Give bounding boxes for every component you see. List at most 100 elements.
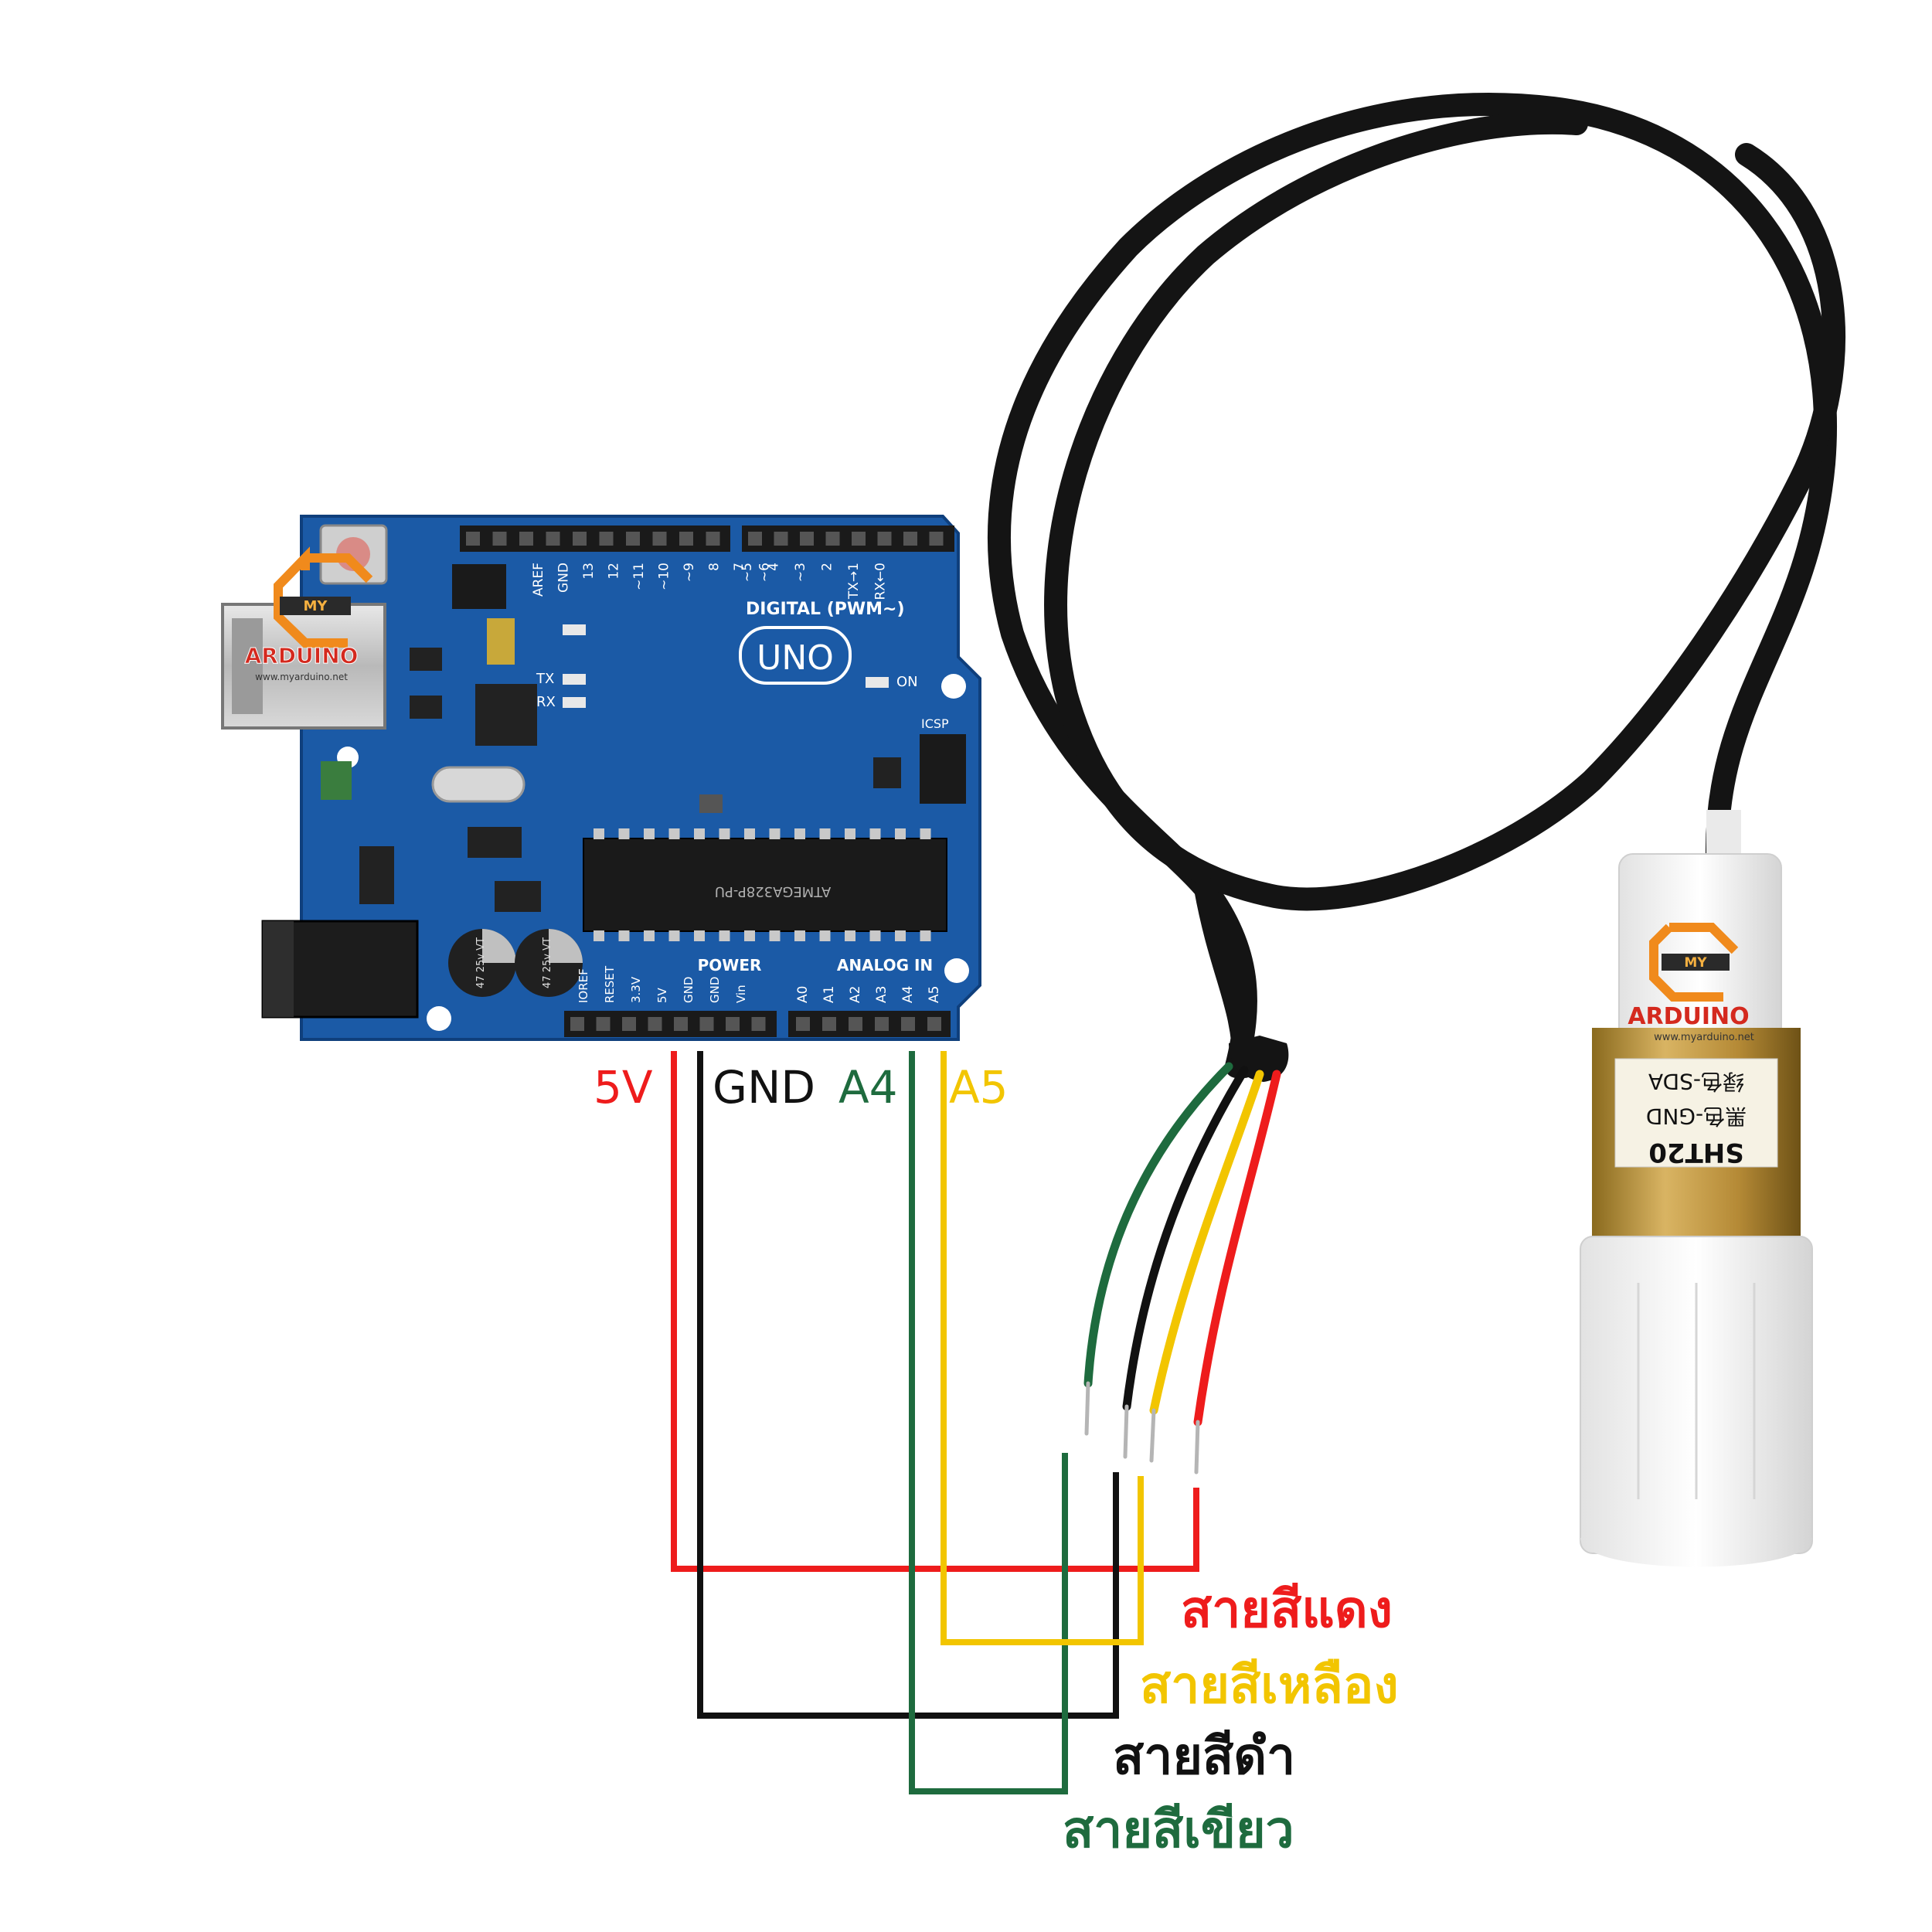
red-lead	[1193, 1070, 1281, 1427]
power-pin-name: GND	[682, 977, 696, 1003]
svg-text:www.myarduino.net: www.myarduino.net	[255, 672, 348, 682]
chip-pin	[719, 828, 730, 839]
green-lead	[1083, 1062, 1233, 1388]
mounting-hole	[941, 674, 966, 699]
wire-label-yellow: สายสีเหลือง	[1140, 1655, 1399, 1715]
small-chip	[699, 794, 723, 813]
wire-label-red: สายสีแดง	[1181, 1580, 1393, 1639]
digital-pin-name: 8	[707, 563, 723, 571]
header-pin-hole	[519, 532, 533, 546]
pin-label-a4: A4	[838, 1061, 898, 1114]
voltage-regulator	[359, 846, 394, 904]
header-pin-hole	[852, 532, 866, 546]
yellow-connection-wire	[940, 1051, 1144, 1645]
header-pin-hole	[622, 1017, 636, 1031]
capacitor: 47 25v VT	[515, 929, 583, 997]
header-pin-hole	[492, 532, 507, 546]
myarduino-logo: MY ARDUINO www.myarduino.net	[244, 546, 373, 682]
header-pin-hole	[674, 1017, 688, 1031]
digital-pin-name: ~6	[757, 563, 773, 582]
chip-pin	[769, 828, 781, 839]
chip-pin	[618, 930, 630, 941]
header-pin-hole	[751, 1017, 766, 1031]
power-jack-front	[263, 921, 294, 1017]
header-pin-hole	[929, 532, 944, 546]
header-pin-hole	[796, 1017, 810, 1031]
header-pin-hole	[648, 1017, 662, 1031]
digital-pin-name: 7	[732, 563, 747, 571]
green-connection-wire	[909, 1051, 1068, 1794]
chip-pin	[594, 828, 604, 839]
digital-pin-name: 13	[581, 563, 597, 580]
wire-label-green: สายสีเขียว	[1063, 1800, 1294, 1859]
analog-pin-name: A0	[795, 986, 811, 1003]
chip-pin	[618, 828, 630, 839]
uno-logo-border	[739, 626, 852, 685]
capacitor: 47 25v VT	[448, 929, 516, 997]
header-pin-hole	[570, 1017, 584, 1031]
tx-label: TX	[536, 671, 554, 687]
chip-pin	[920, 930, 931, 941]
digital-pin-name: RX←0	[873, 563, 889, 600]
chip-pin	[644, 828, 655, 839]
digital-header-label: DIGITAL (PWM~)	[746, 600, 905, 619]
chip-pin	[920, 828, 931, 839]
header-pin-hole	[726, 1017, 740, 1031]
digital-pin-name: ~5	[740, 563, 755, 582]
header-pin-hole	[748, 532, 762, 546]
power-header	[564, 1011, 777, 1037]
chip-pin	[644, 930, 655, 941]
digital-pin-name: ~10	[657, 563, 672, 590]
header-pin-hole	[706, 532, 720, 546]
sht20-sensor-probe: SHT20 黑色-GND 绿色-SDA MY ARDUINO www.myard…	[1580, 810, 1813, 1567]
header-pin-hole	[774, 532, 788, 546]
power-pin-name: 5V	[655, 987, 669, 1003]
pin-label-gnd: GND	[713, 1061, 815, 1114]
digital-pin-name: AREF	[531, 563, 546, 597]
digital-pin-name: 12	[607, 563, 622, 580]
sensor-pin-label: 绿色-SDA	[1648, 1069, 1744, 1094]
usb-interface-chip	[475, 684, 537, 746]
sensor-model-label: SHT20	[1648, 1137, 1743, 1168]
jumper-header	[452, 564, 506, 609]
header-pin-hole	[927, 1017, 941, 1031]
sensor-wire-leads	[1083, 1062, 1281, 1427]
digital-pin-name: 4	[767, 563, 782, 571]
chip-pin	[794, 828, 805, 839]
analog-pin-name: A3	[874, 986, 889, 1003]
jp2-pads	[487, 618, 515, 665]
mounting-hole	[944, 958, 969, 983]
chip-label: ATMEGA328P-PU	[715, 883, 831, 900]
chip-pin	[769, 930, 781, 941]
header-pin-hole	[825, 532, 840, 546]
svg-text:ARDUINO: ARDUINO	[1628, 1003, 1749, 1030]
chip-pin	[694, 930, 705, 941]
digital-pin-name: ~9	[682, 563, 697, 582]
small-chip	[495, 881, 541, 912]
on-led	[866, 677, 889, 688]
chip-pin	[794, 930, 805, 941]
wire-label-black: สายสีดำ	[1113, 1726, 1296, 1786]
header-pin-hole	[573, 532, 587, 546]
svg-text:ARDUINO: ARDUINO	[245, 643, 359, 668]
chip-pin	[819, 828, 831, 839]
atmega-chip	[583, 838, 947, 932]
chip-pin	[719, 930, 730, 941]
small-chip	[410, 696, 442, 719]
chip-pin	[845, 828, 855, 839]
chip-pin	[845, 930, 855, 941]
digital-pin-name: TX→1	[846, 563, 862, 600]
uno-logo: UNO	[757, 638, 834, 678]
icsp-header	[920, 734, 966, 804]
analog-pin-name: A5	[927, 986, 942, 1003]
header-pin-hole	[699, 1017, 714, 1031]
black-lead	[1122, 1066, 1249, 1411]
chip-pin	[744, 828, 755, 839]
rx-label: RX	[536, 694, 556, 710]
arduino-uno-board: ICSP TX RX ON UNO DIGITAL (PWM~) ATMEGA3…	[221, 515, 981, 1041]
power-pin-name: RESET	[603, 965, 617, 1003]
analog-pin-name: A2	[848, 986, 863, 1003]
digital-header	[742, 526, 954, 552]
black-connection-wire	[697, 1051, 1119, 1719]
